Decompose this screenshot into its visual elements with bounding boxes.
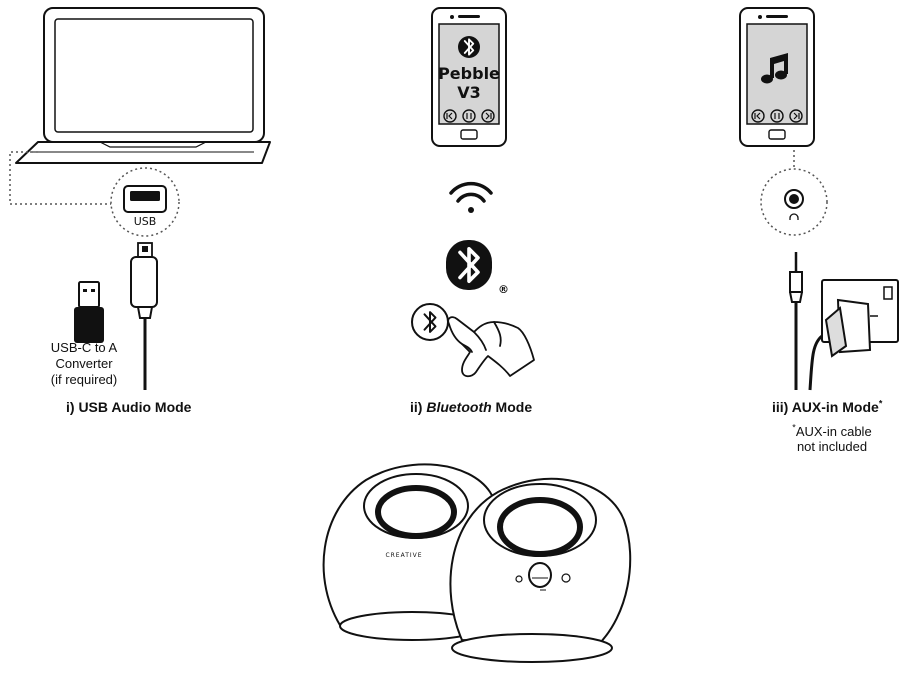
phone-label-line1: Pebble <box>438 64 500 83</box>
registered-mark: ® <box>498 283 509 296</box>
aux-cable-plug-icon <box>789 252 803 390</box>
usb-port-connector-line <box>9 151 112 205</box>
aux-mode-title: iii) AUX-in Mode* <box>772 398 883 415</box>
usb-mode-title: i) USB Audio Mode <box>66 399 192 415</box>
usb-port-label: USB <box>134 215 157 228</box>
usb-port-icon <box>110 167 180 237</box>
right-speaker <box>449 477 632 663</box>
bluetooth-button-icon[interactable] <box>411 303 449 341</box>
laptop-icon <box>15 7 271 164</box>
wall-socket-icon <box>821 279 899 358</box>
volume-knob-icon[interactable] <box>528 562 552 588</box>
usb-converter-icon <box>74 281 104 343</box>
pressing-hand-icon <box>447 316 535 378</box>
bluetooth-mode-title: ii) Bluetooth Mode <box>410 399 533 415</box>
bluetooth-mini-button-icon[interactable] <box>561 573 571 583</box>
phone-label-line2: V3 <box>457 83 481 102</box>
music-note-icon <box>761 53 788 84</box>
wireless-signal-icon <box>449 181 493 213</box>
aux-cable-note: *AUX-in cable not included <box>792 422 872 454</box>
power-cable-line <box>808 334 824 391</box>
phone-bluetooth-icon <box>431 7 507 147</box>
speaker-brand-label: CREATIVE <box>385 552 422 559</box>
converter-label: USB-C to A Converter (if required) <box>50 340 118 387</box>
aux-port-icon <box>760 168 828 236</box>
bluetooth-logo-icon <box>446 240 492 290</box>
usb-c-cable-icon <box>130 242 158 390</box>
power-indicator-icon <box>515 575 523 583</box>
phone-music-icon <box>739 7 815 147</box>
speakers-illustration: CREATIVE <box>322 463 632 663</box>
